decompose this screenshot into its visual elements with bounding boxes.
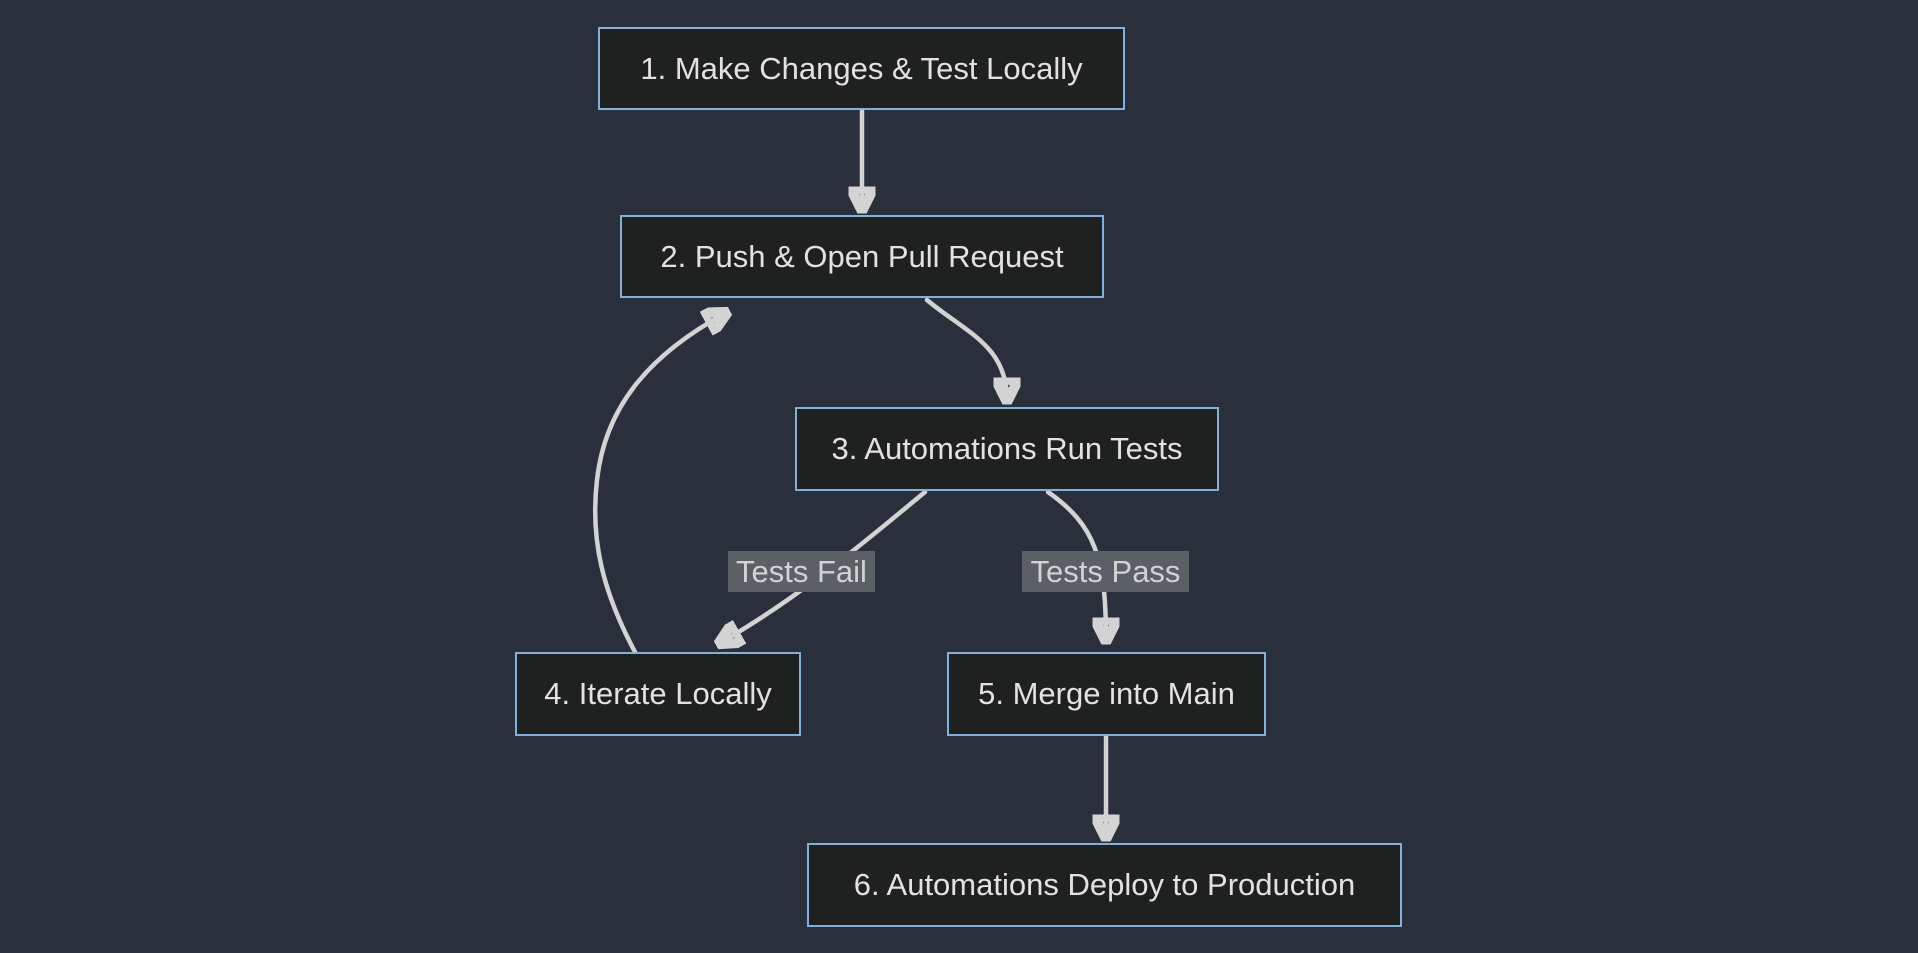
edge-step2-step3 — [924, 297, 1007, 400]
node-iterate-locally: 4. Iterate Locally — [515, 652, 801, 736]
edge-label-text: Tests Fail — [736, 553, 867, 589]
node-label: 2. Push & Open Pull Request — [660, 238, 1064, 274]
node-label: 4. Iterate Locally — [544, 676, 772, 711]
node-automations-deploy-to-production: 6. Automations Deploy to Production — [807, 843, 1402, 927]
node-automations-run-tests: 3. Automations Run Tests — [795, 407, 1219, 491]
node-label: 5. Merge into Main — [978, 676, 1235, 711]
node-merge-into-main: 5. Merge into Main — [947, 652, 1266, 736]
edge-label-tests-pass: Tests Pass — [1022, 551, 1189, 592]
edge-step4-step2-loop — [592, 313, 726, 655]
node-label: 6. Automations Deploy to Production — [853, 867, 1356, 902]
node-label: 1. Make Changes & Test Locally — [640, 50, 1083, 86]
node-make-changes-test-locally: 1. Make Changes & Test Locally — [598, 27, 1125, 110]
node-label: 3. Automations Run Tests — [831, 431, 1183, 466]
node-push-open-pull-request: 2. Push & Open Pull Request — [620, 215, 1104, 298]
edge-label-tests-fail: Tests Fail — [728, 551, 875, 592]
edge-step3-step5-tests-pass — [1045, 489, 1106, 640]
edge-label-text: Tests Pass — [1030, 553, 1181, 589]
